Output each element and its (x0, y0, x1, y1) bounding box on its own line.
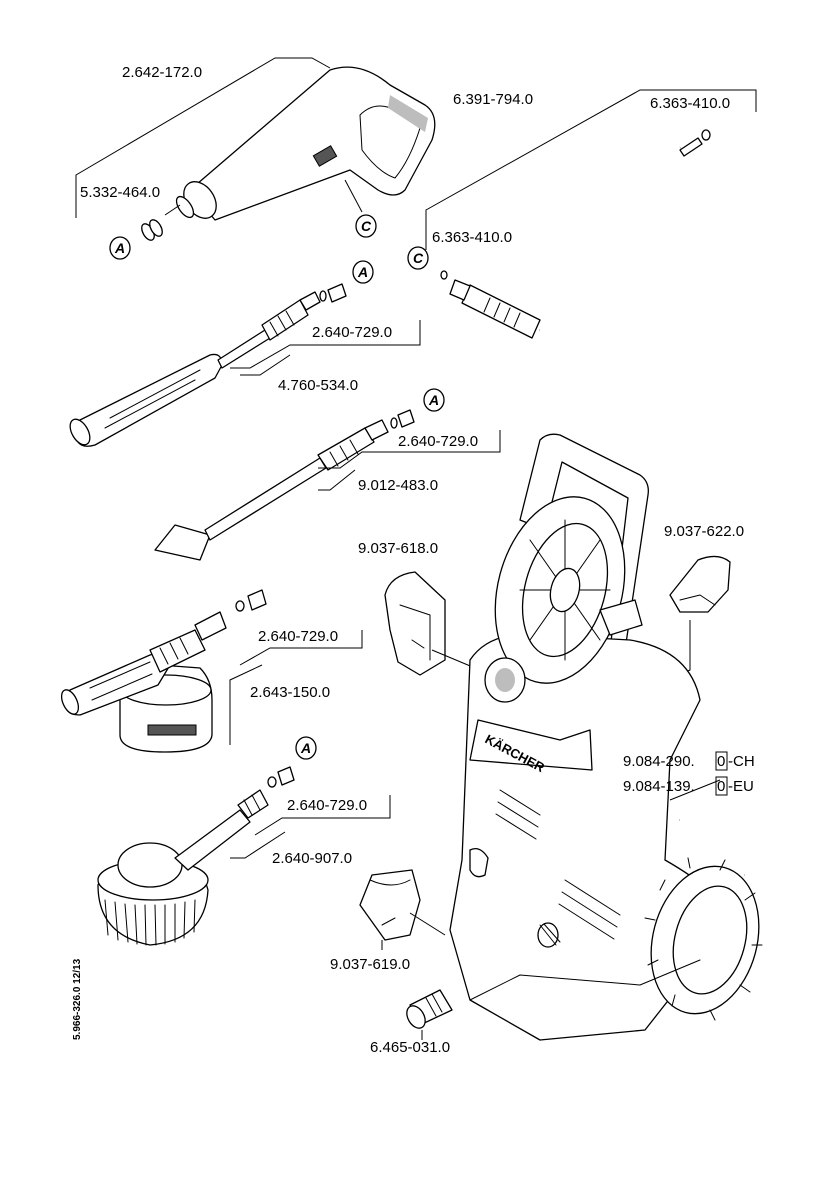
gun-fitting-drawing (141, 219, 163, 241)
part-label-wash-brush: 2.640-907.0 (272, 850, 352, 867)
document-code: 5.966-326.0 12/13 (72, 958, 83, 1040)
part-label-vario-lance: 4.760-534.0 (278, 377, 358, 394)
machine-number-ch-box (715, 751, 728, 771)
holder-618-leader (431, 649, 476, 669)
vario-lance-leader (240, 354, 291, 376)
hose-leader-line (425, 89, 757, 250)
holder-619-leader (409, 912, 446, 936)
machine-number-eu: 9.084-139. 0 -EU (623, 776, 754, 796)
hose-drawing (440, 129, 711, 339)
fitting-leader-line (164, 204, 181, 216)
dirt-adapter-leader (318, 430, 501, 469)
wash-brush-leader (230, 831, 286, 859)
machine-number-ch-digit: 0 (717, 753, 725, 770)
badge-c-hose-label: C (413, 250, 424, 266)
badge-c-gun-label: C (361, 218, 372, 234)
machine-number-ch: 9.084-290. 0 -CH (623, 751, 755, 771)
machine-leader-line (669, 779, 721, 801)
part-label-holder-622: 9.037-622.0 (664, 523, 744, 540)
holder-618-drawing (384, 571, 446, 676)
water-coupling-drawing (406, 989, 453, 1029)
trigger-gun-drawing (175, 66, 436, 221)
gun-c-leader (344, 179, 363, 213)
machine-number-eu-code: 9.084-139. (623, 778, 695, 795)
holder-622-drawing (669, 555, 731, 613)
badge-a-brush-label: A (300, 740, 311, 756)
part-label-adapter-brush: 2.640-729.0 (287, 797, 367, 814)
part-label-water-coupling: 6.465-031.0 (370, 1039, 450, 1056)
brush-adapter-leader (254, 795, 391, 836)
part-label-foam-nozzle: 2.643-150.0 (250, 684, 330, 701)
pressure-washer-drawing: KÄRCHER (449, 433, 763, 1041)
part-label-adapter-vario: 2.640-729.0 (312, 324, 392, 341)
foam-nozzle-drawing (60, 589, 267, 753)
badge-a-gun-label: A (114, 240, 125, 256)
machine-number-ch-code: 9.084-290. (623, 753, 695, 770)
part-label-o-ring-top: 6.363-410.0 (650, 95, 730, 112)
part-label-o-ring-mid: 6.363-410.0 (432, 229, 512, 246)
machine-number-ch-suffix: -CH (728, 753, 755, 770)
badge-c-hose: C (407, 246, 429, 270)
vario-adapter-leader (230, 320, 421, 369)
vario-lance-drawing (69, 283, 347, 447)
wash-brush-drawing (97, 766, 295, 946)
part-label-trigger-gun: 2.642-172.0 (122, 64, 202, 81)
gun-leader-line (75, 57, 331, 218)
machine-number-eu-box (715, 776, 728, 796)
machine-number-eu-digit: 0 (717, 778, 725, 795)
dirt-blaster-leader (318, 469, 356, 491)
badge-a-dirt: A (423, 388, 445, 412)
part-label-adapter-dirt: 2.640-729.0 (398, 433, 478, 450)
badge-a-brush: A (295, 736, 317, 760)
foam-adapter-leader (239, 630, 363, 666)
badge-c-gun: C (355, 214, 377, 238)
part-label-holder-619: 9.037-619.0 (330, 956, 410, 973)
badge-a-vario: A (352, 260, 374, 284)
badge-a-dirt-label: A (428, 392, 439, 408)
badge-a-gun: A (109, 236, 131, 260)
part-label-holder-618: 9.037-618.0 (358, 540, 438, 557)
machine-number-eu-suffix: -EU (728, 778, 754, 795)
part-label-gun-fitting: 5.332-464.0 (80, 184, 160, 201)
badge-a-vario-label: A (357, 264, 368, 280)
part-label-dirt-blaster: 9.012-483.0 (358, 477, 438, 494)
foam-nozzle-leader (229, 664, 263, 745)
part-label-hose: 6.391-794.0 (453, 91, 533, 108)
holder-619-drawing (359, 869, 421, 941)
part-label-adapter-foam: 2.640-729.0 (258, 628, 338, 645)
